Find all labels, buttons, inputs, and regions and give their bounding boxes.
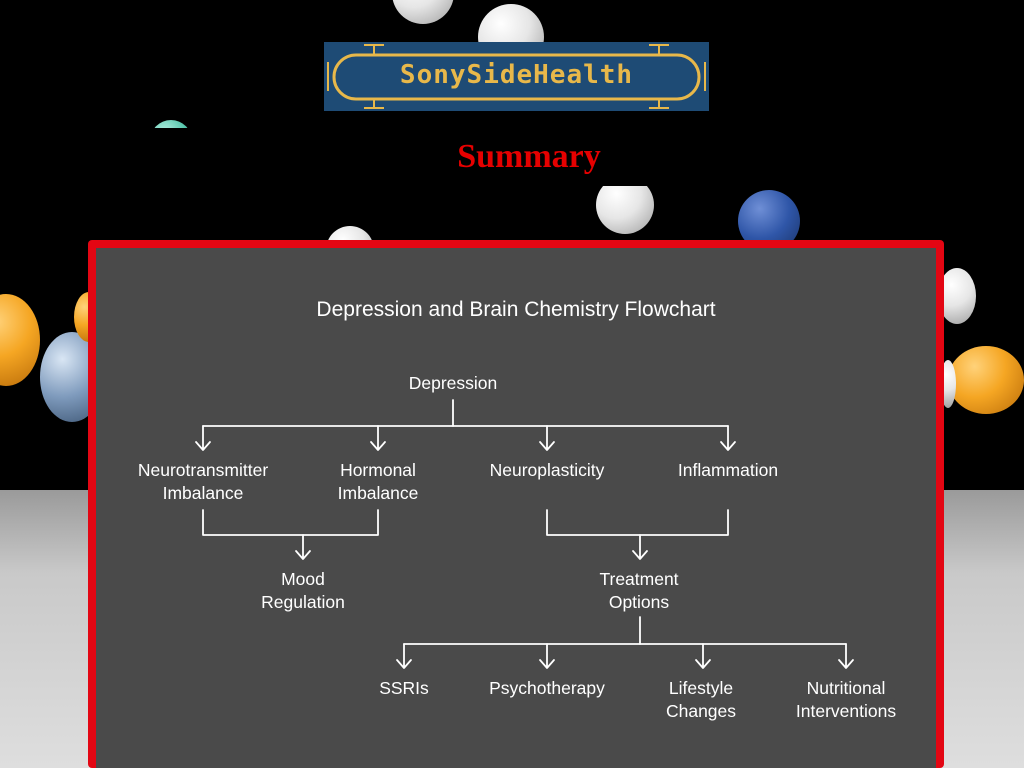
decorative-ball — [948, 346, 1024, 414]
node-nutritional-interventions: Nutritional Interventions — [796, 677, 896, 723]
node-psychotherapy: Psychotherapy — [489, 677, 605, 700]
logo-text: SonySideHealth — [399, 60, 634, 90]
brand-logo: SonySideHealth — [324, 42, 709, 111]
node-label-line2: Interventions — [795, 701, 897, 721]
arrow-down-icon — [838, 643, 854, 669]
arrow-down-icon — [695, 643, 711, 669]
node-label-line2: Imbalance — [162, 483, 244, 503]
node-label: Depression — [408, 373, 498, 393]
node-label-line2: Changes — [665, 701, 737, 721]
logo-frame — [324, 42, 709, 111]
node-treatment-options: Treatment Options — [599, 568, 678, 614]
arrow-down-icon — [720, 425, 736, 451]
node-inflammation: Inflammation — [678, 459, 778, 482]
node-label-line1: Nutritional — [806, 678, 886, 698]
node-label-line2: Options — [608, 592, 670, 612]
connector-line — [546, 509, 729, 536]
node-neuroplasticity: Neuroplasticity — [490, 459, 605, 482]
page-title: Summary — [457, 138, 601, 175]
node-mood-regulation: Mood Regulation — [261, 568, 345, 614]
title-band: Summary — [77, 128, 981, 186]
arrow-down-icon — [539, 425, 555, 451]
arrow-down-icon — [396, 643, 412, 669]
node-label-line1: Mood — [281, 569, 325, 589]
decorative-ball — [940, 360, 956, 408]
node-lifestyle-changes: Lifestyle Changes — [666, 677, 736, 723]
node-hormonal-imbalance: Hormonal Imbalance — [338, 459, 419, 505]
flowchart-panel — [96, 248, 936, 768]
node-label-line1: Hormonal — [340, 460, 416, 480]
node-depression: Depression — [409, 372, 498, 395]
node-label-line2: Imbalance — [337, 483, 419, 503]
arrow-down-icon — [632, 534, 648, 560]
node-label-line1: Psychotherapy — [489, 678, 605, 698]
node-label-line1: Neuroplasticity — [489, 460, 605, 480]
node-label-line1: Inflammation — [677, 460, 779, 480]
node-ssris: SSRIs — [379, 677, 429, 700]
arrow-down-icon — [195, 425, 211, 451]
arrow-down-icon — [539, 643, 555, 669]
node-label-line1: Neurotransmitter — [137, 460, 269, 480]
arrow-down-icon — [370, 425, 386, 451]
node-label-line1: SSRIs — [379, 678, 429, 698]
node-label-line1: Lifestyle — [668, 678, 734, 698]
arrow-down-icon — [295, 534, 311, 560]
decorative-ball — [938, 268, 976, 324]
node-label-line2: Regulation — [261, 592, 345, 612]
node-neurotransmitter-imbalance: Neurotransmitter Imbalance — [138, 459, 268, 505]
node-label-line1: Treatment — [599, 569, 679, 589]
connector-line — [202, 509, 379, 536]
flowchart-title: Depression and Brain Chemistry Flowchart — [316, 298, 716, 321]
